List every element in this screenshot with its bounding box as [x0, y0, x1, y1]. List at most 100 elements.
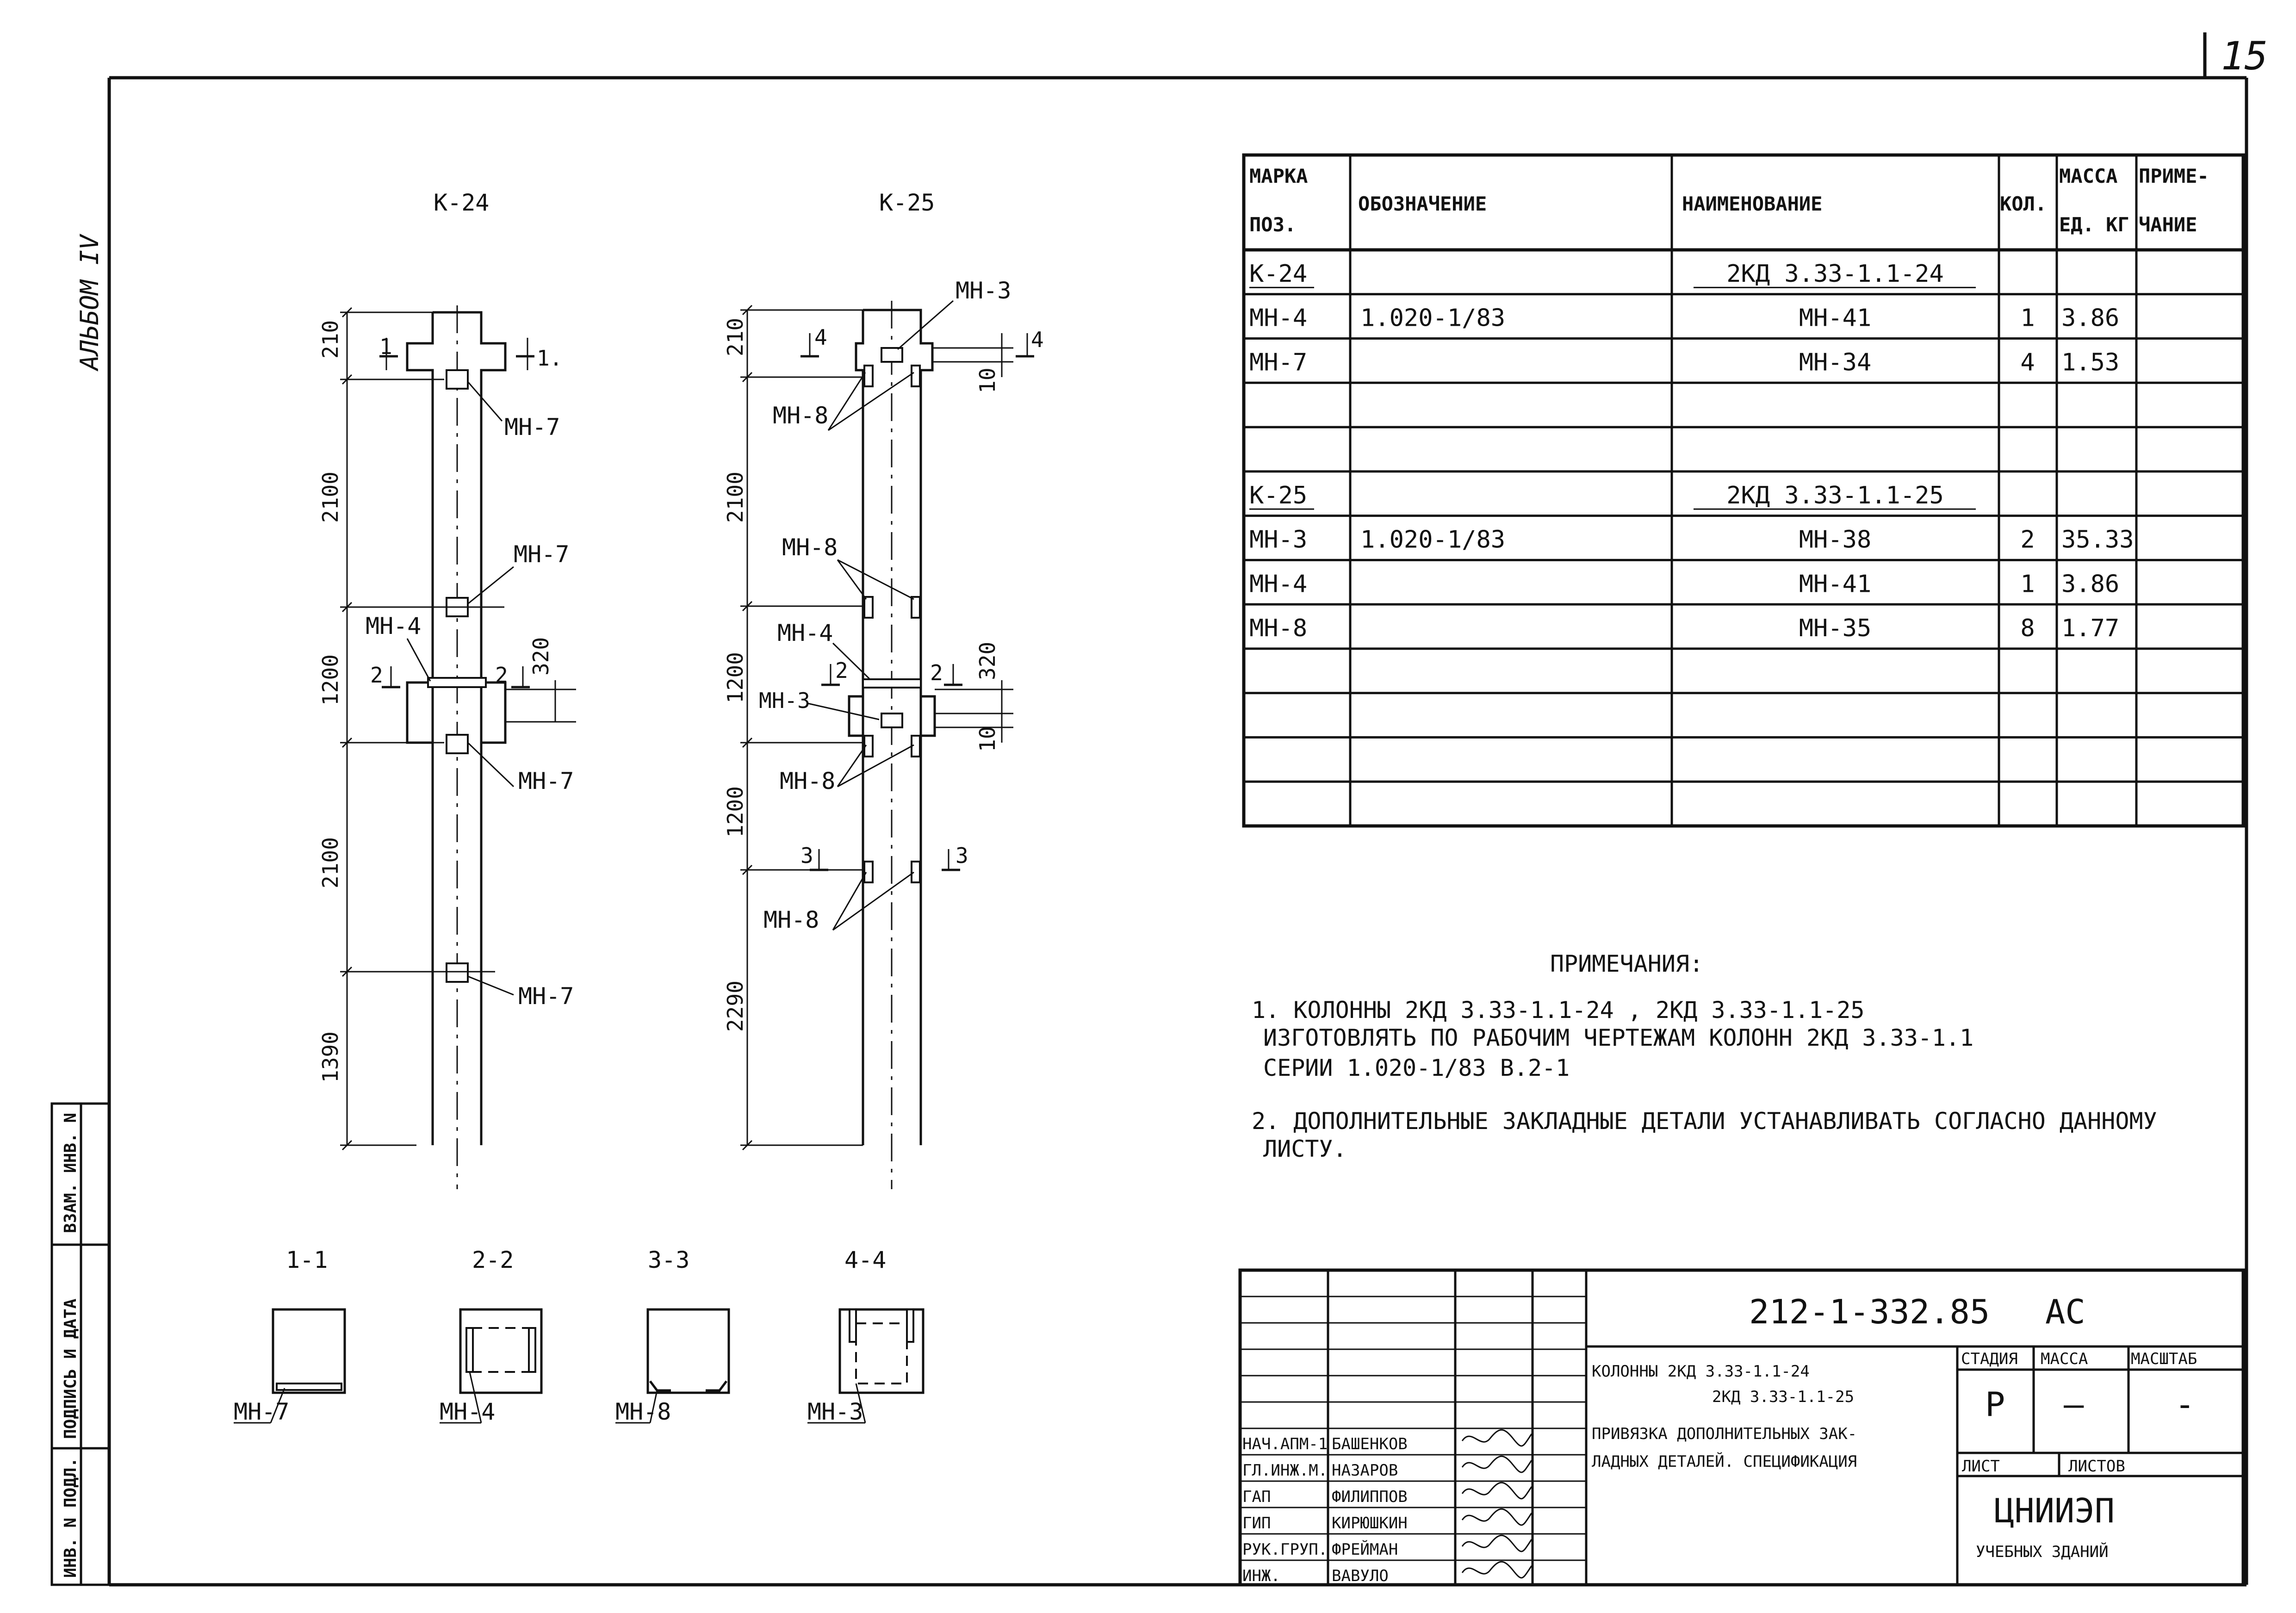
notes: ПРИМЕЧАНИЯ: 1. КОЛОННЫ 2КД 3.33-1.1-24 ,…: [1252, 950, 2157, 1162]
signature-icon: [1461, 1455, 1533, 1473]
signature-icon: [1461, 1482, 1533, 1500]
table-cell-name: МН-41: [1799, 304, 1872, 332]
section-mark-4-right: 4: [1031, 327, 1044, 352]
org-line-1: ЦНИИЭП: [1994, 1491, 2115, 1530]
table-cell-marka: К-25: [1249, 482, 1307, 509]
table-cell-oboz: 1.020-1/83: [1360, 526, 1505, 554]
table-cell-massa: 35.33: [2061, 526, 2134, 554]
page-number: 15: [2221, 33, 2268, 79]
table-cell-kol: 2: [2020, 526, 2035, 554]
section-mark-2-right: 2: [495, 663, 508, 688]
doc-suffix: АС: [2045, 1292, 2085, 1331]
dim-1200-lower: 1200: [723, 786, 748, 838]
table-cell-name: МН-35: [1799, 614, 1872, 642]
label-mn7-low: МН-7: [518, 768, 574, 794]
staff-name: БАШЕНКОВ: [1332, 1435, 1408, 1453]
section-1-1: 1-1 МН-7: [234, 1247, 346, 1425]
staff-name: ФИЛИППОВ: [1332, 1488, 1408, 1506]
table-cell-oboz: 1.020-1/83: [1360, 304, 1505, 332]
section-title: 1-1: [286, 1247, 328, 1273]
elevation-title: К-25: [879, 189, 935, 216]
sheet-title-line-2: ЛАДНЫХ ДЕТАЛЕЙ. СПЕЦИФИКАЦИЯ: [1592, 1452, 1857, 1471]
dim-320: 320: [528, 637, 553, 676]
hdr-oboznachenie: ОБОЗНАЧЕНИЕ: [1358, 192, 1487, 215]
section-mark-2-right: 2: [930, 660, 943, 685]
section-3-3: 3-3 МН-8: [615, 1247, 730, 1425]
section-label: МН-3: [807, 1398, 863, 1425]
hdr-massa-2: ЕД. КГ: [2059, 213, 2129, 236]
hdr-kol: КОЛ.: [2000, 192, 2047, 215]
massa-header: МАССА: [2041, 1350, 2088, 1368]
staff-role: ГИП: [1242, 1514, 1271, 1532]
doc-code: 212-1-332.85: [1749, 1292, 1990, 1331]
signature-icon: [1461, 1534, 1533, 1552]
hdr-naimenovanie: НАИМЕНОВАНИЕ: [1682, 192, 1822, 215]
staff-role: ГЛ.ИНЖ.М.: [1242, 1461, 1328, 1480]
dim-210: 210: [318, 320, 343, 359]
table-cell-marka: МН-3: [1249, 526, 1307, 554]
label-mn8-low: МН-8: [780, 768, 835, 794]
note-1-line-1: 1. КОЛОННЫ 2КД 3.33-1.1-24 , 2КД 3.33-1.…: [1252, 997, 1865, 1024]
side-stamp-vzam: ВЗАМ. ИНВ. N: [61, 1113, 80, 1233]
staff-role: ИНЖ.: [1242, 1567, 1280, 1585]
hdr-primechanie-1: ПРИМЕ-: [2139, 165, 2209, 187]
staff-role: НАЧ.АПМ-1: [1242, 1435, 1328, 1453]
staff-name: ФРЕЙМАН: [1332, 1540, 1398, 1559]
table-cell-name: МН-34: [1799, 348, 1872, 376]
dim-2100-upper: 2100: [318, 471, 343, 523]
section-mark-1-right: 1.: [537, 346, 562, 371]
sheet-title-line-1: ПРИВЯЗКА ДОПОЛНИТЕЛЬНЫХ ЗАК-: [1592, 1425, 1857, 1443]
table-cell-marka: МН-4: [1249, 570, 1307, 598]
section-title: 2-2: [472, 1247, 514, 1273]
label-mn7-top: МН-7: [504, 414, 560, 440]
table-cell-massa: 1.53: [2061, 348, 2119, 376]
table-cell-massa: 3.86: [2061, 304, 2119, 332]
elevation-title: К-24: [434, 189, 489, 216]
dim-1200: 1200: [318, 654, 343, 706]
side-stamp: [50, 1102, 111, 1586]
section-label: МН-4: [440, 1398, 495, 1425]
dim-320: 320: [975, 642, 1000, 680]
dim-10-mid: 10: [975, 726, 1000, 752]
hdr-massa-1: МАССА: [2059, 165, 2117, 187]
signature-icon: [1461, 1561, 1533, 1579]
section-title: 4-4: [844, 1247, 886, 1273]
listov-header: ЛИСТОВ: [2068, 1457, 2125, 1476]
dim-2290: 2290: [723, 980, 748, 1032]
dim-2100: 2100: [723, 471, 748, 523]
section-label: МН-8: [615, 1398, 671, 1425]
album-label: АЛЬБОМ IV: [75, 234, 104, 372]
masshtab-value: -: [2175, 1385, 2195, 1424]
table-cell-kol: 4: [2020, 348, 2035, 376]
section-mark-3-right: 3: [956, 843, 968, 868]
staff-role: ГАП: [1242, 1488, 1271, 1506]
label-mn4: МН-4: [366, 613, 421, 639]
signature-icon: [1461, 1508, 1533, 1526]
note-2-line-1: 2. ДОПОЛНИТЕЛЬНЫЕ ЗАКЛАДНЫЕ ДЕТАЛИ УСТАН…: [1252, 1108, 2157, 1135]
massa-value: —: [2064, 1385, 2084, 1424]
table-cell-marka: МН-7: [1249, 348, 1307, 376]
staff-name: ВАВУЛО: [1332, 1567, 1389, 1585]
section-4-4: 4-4 МН-3: [807, 1247, 925, 1425]
object-line-1: КОЛОННЫ 2КД 3.33-1.1-24: [1592, 1362, 1810, 1381]
label-mn8-mid: МН-8: [782, 534, 838, 561]
stadia-header: СТАДИЯ: [1961, 1350, 2018, 1368]
masshtab-header: МАСШТАБ: [2131, 1350, 2197, 1368]
note-2-line-2: ЛИСТУ.: [1263, 1135, 1347, 1162]
section-2-2: 2-2 МН-4: [440, 1247, 543, 1425]
section-label: МН-7: [234, 1398, 289, 1425]
section-mark-2-left: 2: [835, 658, 848, 683]
notes-title: ПРИМЕЧАНИЯ:: [1550, 950, 1703, 977]
staff-name: КИРЮШКИН: [1332, 1514, 1408, 1532]
elevation-k25: К-25 210 2100 1200 1200 2: [723, 189, 1044, 1189]
signature-icon: [1461, 1429, 1533, 1447]
side-stamp-inv-podl: ИНВ. N ПОДЛ.: [61, 1458, 80, 1578]
table-cell-name: 2КД 3.33-1.1-25: [1726, 482, 1944, 509]
title-block: 212-1-332.85 АС КОЛОННЫ 2КД 3.33-1.1-24 …: [1238, 1268, 2245, 1587]
staff-role: РУК.ГРУП.: [1242, 1540, 1328, 1559]
label-mn8-top: МН-8: [773, 402, 828, 429]
section-mark-2-left: 2: [370, 663, 383, 688]
note-1-line-3: СЕРИИ 1.020-1/83 В.2-1: [1263, 1055, 1570, 1081]
label-mn4: МН-4: [777, 620, 833, 646]
table-cell-name: 2КД 3.33-1.1-24: [1726, 260, 1944, 288]
